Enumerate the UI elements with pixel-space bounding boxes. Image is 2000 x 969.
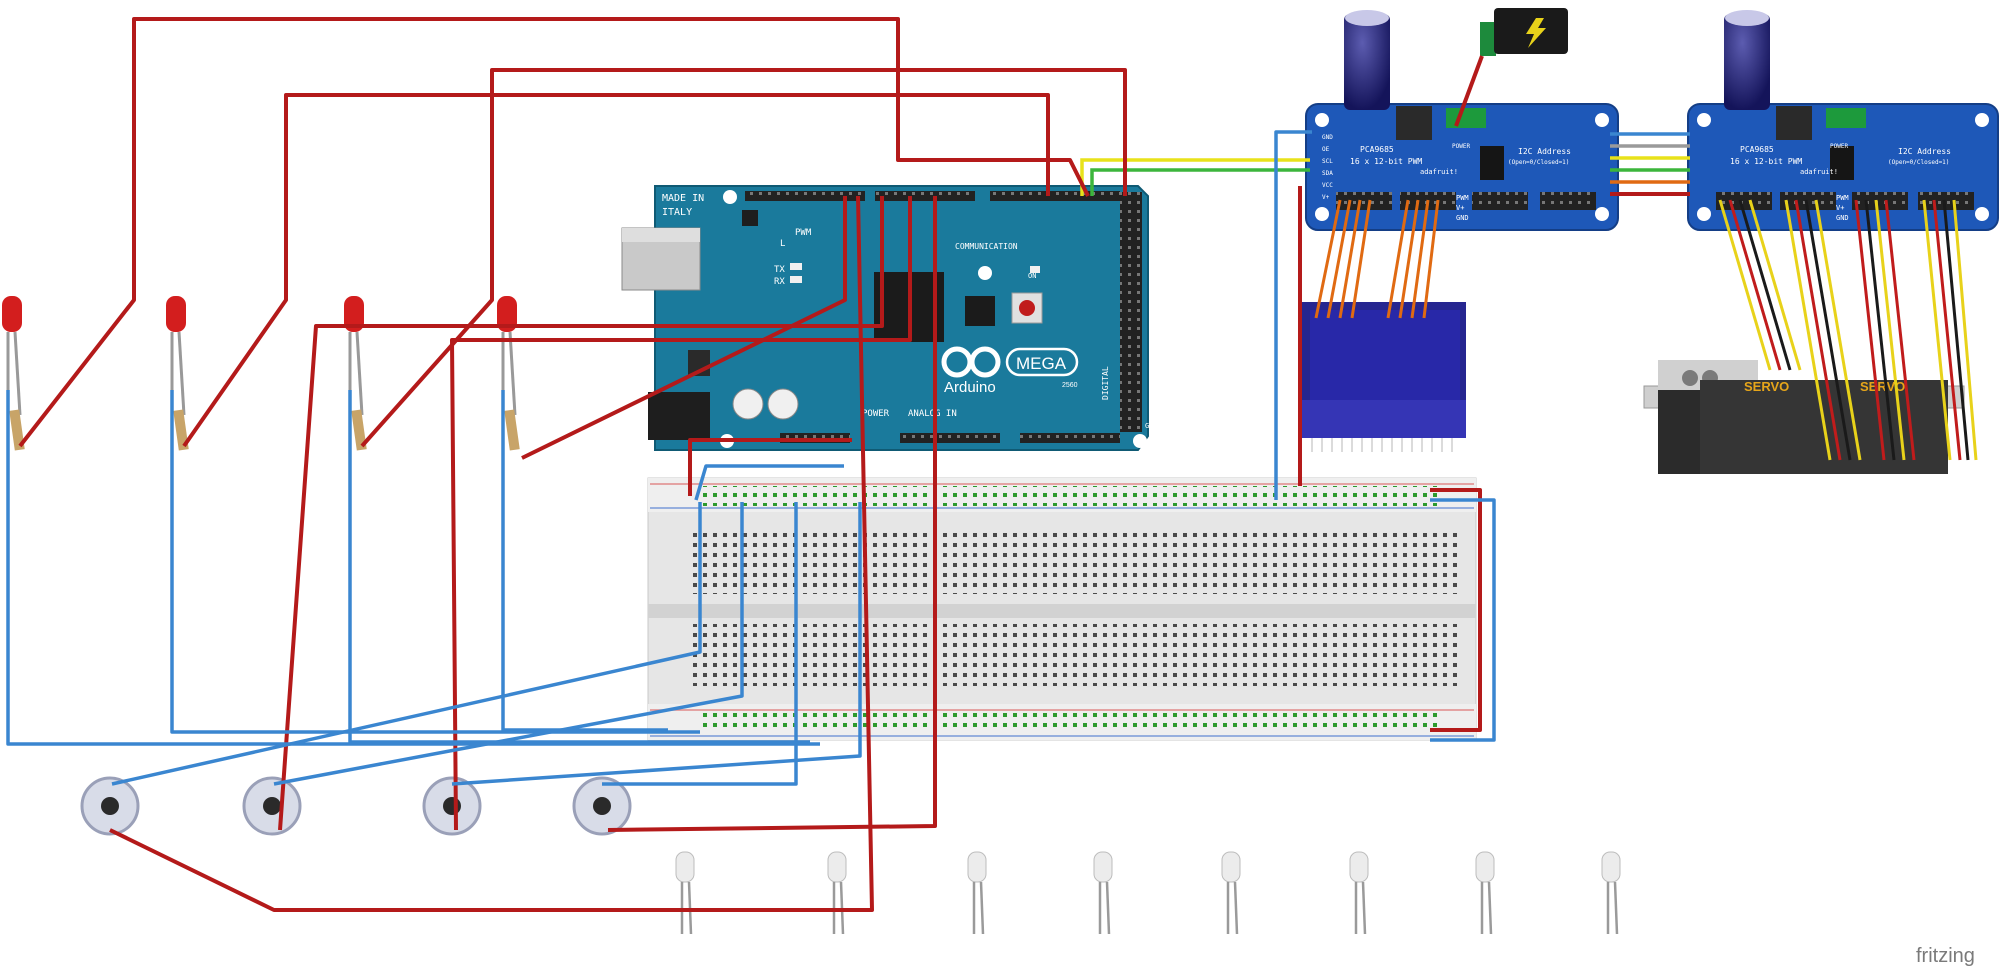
potentiometer — [242, 776, 302, 836]
model-number-label: 2560 — [1062, 382, 1078, 389]
driver-1-i2c-sub: (Open=0/Closed=1) — [1508, 159, 1569, 166]
wire-layer — [6, 17, 1978, 912]
red-wire-rail — [1430, 488, 1482, 732]
driver-2-gnd-label: GND — [1836, 214, 1849, 222]
red-wire-pwr — [1454, 55, 1484, 127]
gnd-label: GND — [1145, 422, 1158, 430]
potentiometer — [572, 776, 632, 836]
driver-1-subtitle: 16 x 12-bit PWM — [1350, 157, 1422, 166]
clear-led — [1093, 851, 1113, 935]
blue-wire-gnd-led2 — [170, 390, 700, 734]
blue-wire-gnd-driver — [1274, 130, 1312, 500]
driver-1-brand: adafruit! — [1420, 168, 1458, 176]
red-wire-pot1 — [278, 196, 884, 831]
driver-1-i2c-label: I2C Address — [1518, 147, 1571, 156]
potentiometer — [422, 776, 482, 836]
driver-2-vplus-label: V+ — [1836, 204, 1844, 212]
red-led — [2, 296, 25, 451]
driver-1-servo-wires — [1314, 199, 1440, 319]
red-wire-led2 — [182, 93, 1050, 448]
driver-1-pin-vcc: VCC — [1322, 182, 1333, 189]
capacitor-1 — [1344, 10, 1390, 110]
black-servo-group: SERVO SERVO — [1643, 360, 1965, 474]
on-led-label: ON — [1028, 272, 1036, 280]
driver-2-brand: adafruit! — [1800, 168, 1838, 176]
clear-led — [967, 851, 987, 935]
driver-1-pwm-label: PWM — [1456, 194, 1469, 202]
red-wire-5v — [688, 438, 852, 496]
driver-2-subtitle: 16 x 12-bit PWM — [1730, 157, 1802, 166]
communication-label: COMMUNICATION — [955, 242, 1018, 251]
blue-wire-rail — [1430, 498, 1496, 742]
clear-led — [827, 851, 847, 935]
pwm-driver-board-2: PCA9685 16 x 12-bit PWM I2C Address (Ope… — [1687, 103, 1999, 231]
pwm-driver-board-1: PCA9685 16 x 12-bit PWM I2C Address (Ope… — [1305, 103, 1619, 231]
blue-wire-pot3 — [451, 502, 862, 786]
red-wire-led4 — [521, 196, 847, 460]
clear-led-group — [675, 851, 1621, 935]
potentiometer-group — [80, 776, 632, 836]
clear-led — [1601, 851, 1621, 935]
servo-label-2: SERVO — [1860, 379, 1905, 394]
driver-1-pin-oe: OE — [1322, 146, 1330, 153]
driver-2-chip-label: PCA9685 — [1740, 145, 1774, 154]
clear-led — [1475, 851, 1495, 935]
red-wire-led1 — [18, 17, 1090, 448]
made-in-label: MADE IN — [662, 193, 704, 204]
lightning-icon — [1526, 18, 1546, 48]
blue-wire-pot1 — [111, 502, 702, 786]
blue-wire-gnd-led4 — [501, 390, 668, 732]
power-label: POWER — [862, 409, 890, 419]
analog-in-label: ANALOG IN — [908, 409, 957, 419]
capacitor-2 — [1724, 10, 1770, 110]
rx-label: RX — [774, 277, 785, 287]
driver-2-power-label: POWER — [1830, 143, 1848, 150]
driver-1-pin-gnd: GND — [1322, 134, 1333, 141]
red-wire-pot3 — [607, 196, 937, 832]
driver-1-chip-label: PCA9685 — [1360, 145, 1394, 154]
mega-model-label: MEGA — [1016, 354, 1067, 373]
red-led — [166, 296, 189, 451]
driver-2-i2c-label: I2C Address — [1898, 147, 1951, 156]
arduino-mega-board: MADE IN ITALY PWM COMMUNICATION L TX RX … — [621, 185, 1158, 451]
blue-wire-pot4 — [602, 502, 798, 786]
red-wire-led3 — [360, 68, 1127, 448]
blue-wire-gnd-led3 — [348, 390, 810, 744]
red-wire-pot2 — [450, 196, 912, 831]
driver-1-pin-sda: SDA — [1322, 170, 1333, 177]
driver-1-pin-scl: SCL — [1322, 158, 1333, 165]
red-led — [344, 296, 367, 451]
clear-led — [675, 851, 695, 935]
blue-wire-gnd-arduino — [694, 464, 844, 501]
italy-label: ITALY — [662, 207, 692, 218]
potentiometer — [80, 776, 140, 836]
driver-1-power-label: POWER — [1452, 143, 1470, 150]
l-led-label: L — [780, 239, 785, 249]
red-led-group — [2, 296, 520, 451]
digital-label: DIGITAL — [1101, 366, 1110, 400]
fritzing-watermark: fritzing — [1916, 945, 1975, 967]
driver-2-servo-wires — [1718, 199, 1978, 461]
arduino-logo — [941, 346, 1079, 378]
blue-servo — [1302, 302, 1466, 452]
driver-1-pin-vplus: V+ — [1322, 194, 1330, 201]
tx-label: TX — [774, 265, 785, 275]
red-wire-pot4 — [109, 195, 874, 912]
red-led — [497, 296, 520, 451]
blue-wire-gnd-led1 — [6, 390, 820, 746]
sda-wire — [1090, 168, 1310, 196]
blue-wire-pot2 — [273, 502, 744, 786]
clear-led — [1349, 851, 1369, 935]
pwm-label: PWM — [795, 228, 812, 238]
driver-1-gnd-label: GND — [1456, 214, 1469, 222]
driver-2-i2c-sub: (Open=0/Closed=1) — [1888, 159, 1949, 166]
driver-1-vplus-label: V+ — [1456, 204, 1464, 212]
clear-led — [1221, 851, 1241, 935]
breadboard — [647, 477, 1477, 741]
power-jack — [1480, 8, 1568, 56]
arduino-brand-label: Arduino — [944, 379, 996, 396]
servo-label-1: SERVO — [1744, 379, 1789, 394]
driver-2-pwm-label: PWM — [1836, 194, 1849, 202]
